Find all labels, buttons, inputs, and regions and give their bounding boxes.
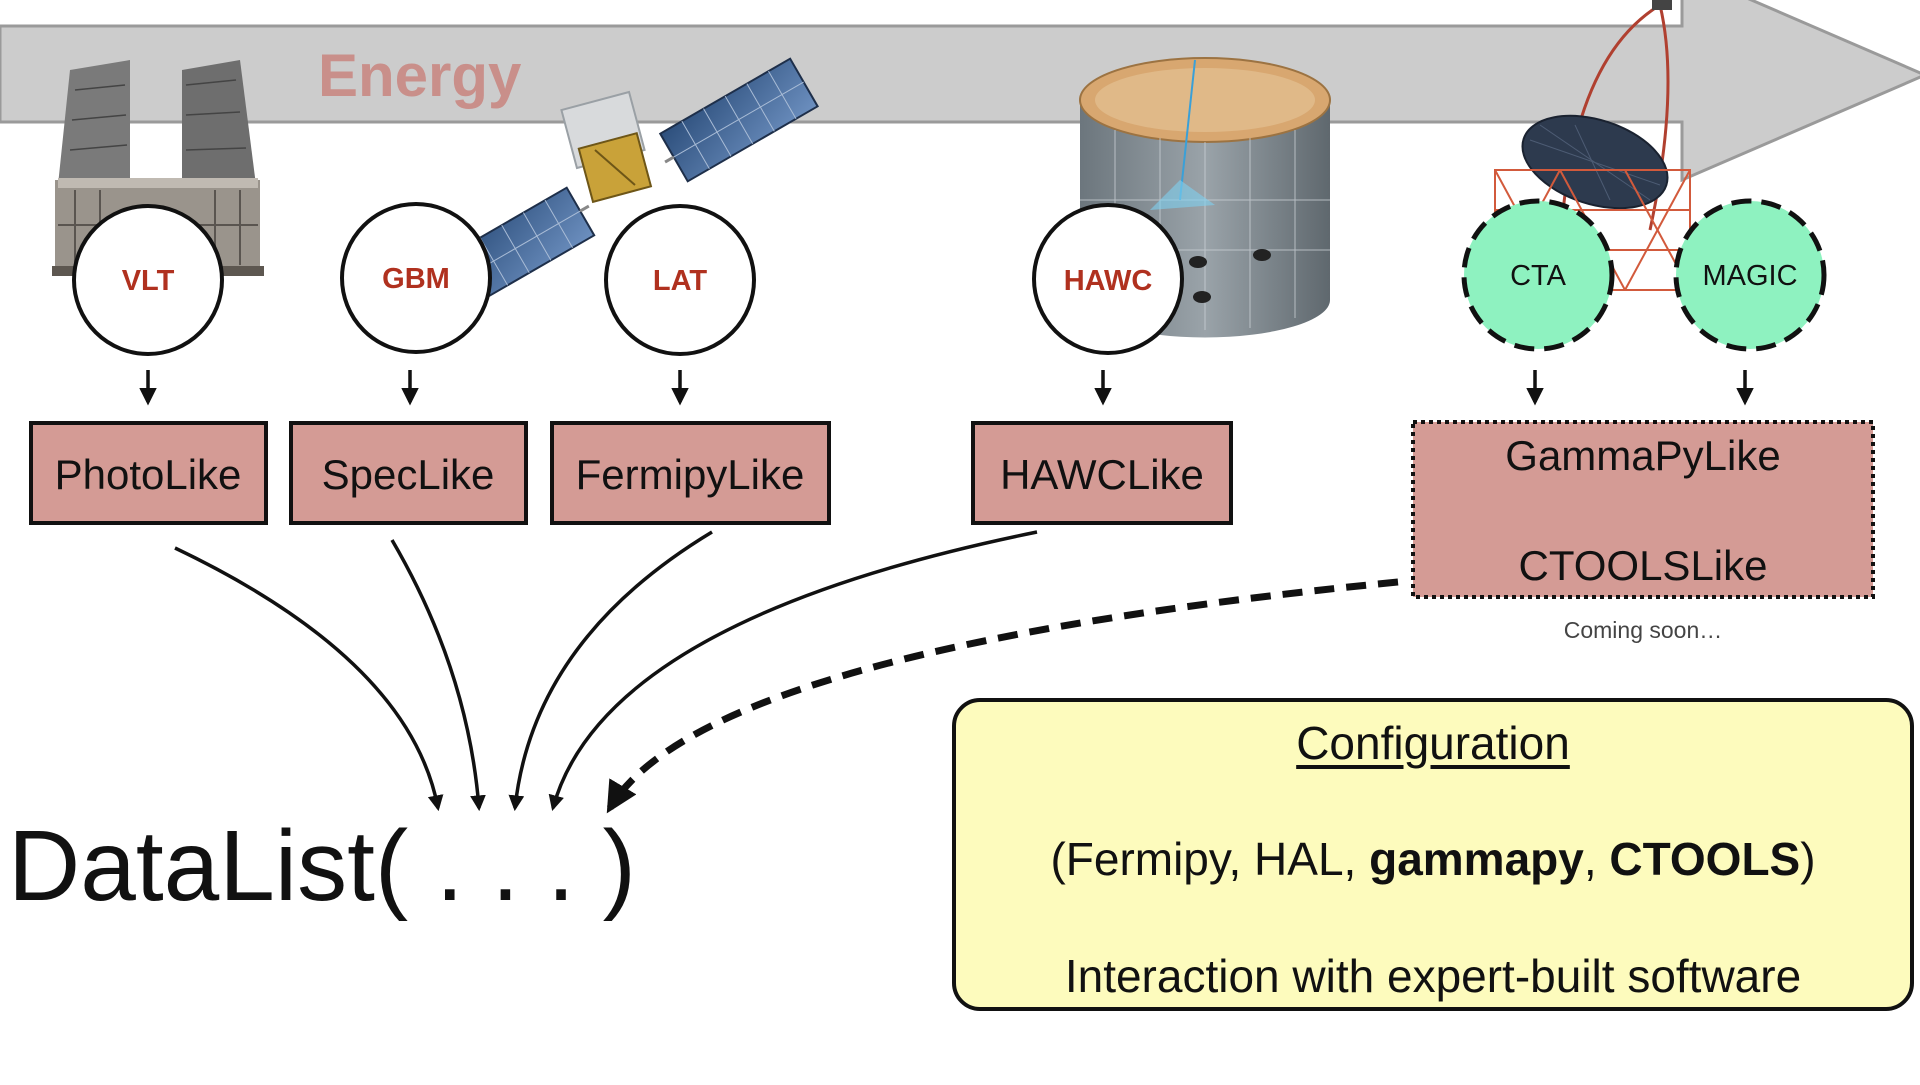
plugin-box bbox=[289, 421, 528, 525]
tool-hal: HAL bbox=[1254, 833, 1344, 885]
plugin-box bbox=[550, 421, 831, 525]
coming-soon-note: Coming soon… bbox=[1564, 617, 1723, 643]
tool-fermipy: Fermipy bbox=[1065, 833, 1229, 885]
upcoming-plugins: GammaPyLike CTOOLSLike Coming soon… bbox=[1411, 420, 1875, 643]
plugin-label-speclike: SpecLike bbox=[322, 451, 495, 498]
instrument-label-vlt: VLT bbox=[122, 265, 175, 297]
plugin-hawclike: HAWCLike bbox=[971, 421, 1233, 525]
arrow-photolike-to-datalist bbox=[174, 546, 444, 812]
tools-sep: , bbox=[1228, 833, 1255, 885]
instrument-circle bbox=[604, 204, 756, 356]
plugin-box bbox=[971, 421, 1233, 525]
configuration-tools: (Fermipy, HAL, gammapy, CTOOLS) bbox=[956, 832, 1910, 886]
instrument-label-hawc: HAWC bbox=[1064, 265, 1153, 297]
arrow-upcoming-to-datalist bbox=[606, 578, 1399, 814]
instrument-circle bbox=[1032, 203, 1184, 355]
arrow-speclike-to-datalist bbox=[390, 539, 486, 812]
plugin-photolike: PhotoLike bbox=[29, 421, 268, 525]
tools-sep: , bbox=[1583, 833, 1610, 885]
configuration-box: Configuration (Fermipy, HAL, gammapy, CT… bbox=[952, 698, 1914, 1011]
instrument-gbm: GBM bbox=[340, 202, 492, 354]
plugin-label-hawclike: HAWCLike bbox=[1000, 451, 1204, 498]
tool-gammapy: gammapy bbox=[1369, 833, 1584, 885]
datalist-label: DataList( . . . ) bbox=[8, 810, 636, 922]
tools-close: ) bbox=[1800, 833, 1816, 885]
instrument-label-cta: CTA bbox=[1510, 260, 1567, 292]
instrument-label-magic: MAGIC bbox=[1702, 260, 1797, 292]
instrument-lat: LAT bbox=[604, 204, 756, 356]
instrument-vlt: VLT bbox=[72, 204, 224, 356]
instrument-circle bbox=[340, 202, 492, 354]
instrument-label-lat: LAT bbox=[653, 265, 708, 297]
instrument-circle bbox=[72, 204, 224, 356]
instrument-to-plugin-arrows bbox=[139, 370, 1754, 406]
plugin-label-fermipylike: FermipyLike bbox=[576, 451, 805, 498]
plugin-box bbox=[29, 421, 268, 525]
arrow-fermipylike-to-datalist bbox=[508, 530, 713, 812]
arrow-hawclike-to-datalist bbox=[548, 530, 1038, 812]
configuration-description: Interaction with expert-built software bbox=[1064, 950, 1802, 1002]
plugin-label-ctoolslike: CTOOLSLike bbox=[1519, 542, 1768, 589]
energy-label: Energy bbox=[318, 42, 522, 109]
plugin-to-datalist-arrows bbox=[174, 530, 1399, 814]
plugin-label-photolike: PhotoLike bbox=[55, 451, 242, 498]
energy-arrow: Energy bbox=[0, 0, 1920, 183]
instrument-magic: MAGIC bbox=[1673, 198, 1827, 352]
plugin-label-gammapylike: GammaPyLike bbox=[1505, 432, 1780, 479]
plugin-speclike: SpecLike bbox=[289, 421, 528, 525]
instrument-hawc: HAWC bbox=[1032, 203, 1184, 355]
instrument-cta: CTA bbox=[1461, 198, 1615, 352]
plugin-fermipylike: FermipyLike bbox=[550, 421, 831, 525]
tools-open: ( bbox=[1050, 833, 1066, 885]
instrument-circle-dashed bbox=[1461, 198, 1615, 352]
energy-arrow-shape bbox=[0, 0, 1920, 183]
tool-ctools: CTOOLS bbox=[1609, 833, 1801, 885]
tools-sep: , bbox=[1343, 833, 1370, 885]
instrument-circle-dashed bbox=[1673, 198, 1827, 352]
instrument-label-gbm: GBM bbox=[382, 263, 450, 295]
cherenkov-telescope-image bbox=[1494, 0, 1691, 291]
configuration-title: Configuration bbox=[1296, 717, 1570, 769]
upcoming-plugins-box bbox=[1411, 420, 1875, 599]
